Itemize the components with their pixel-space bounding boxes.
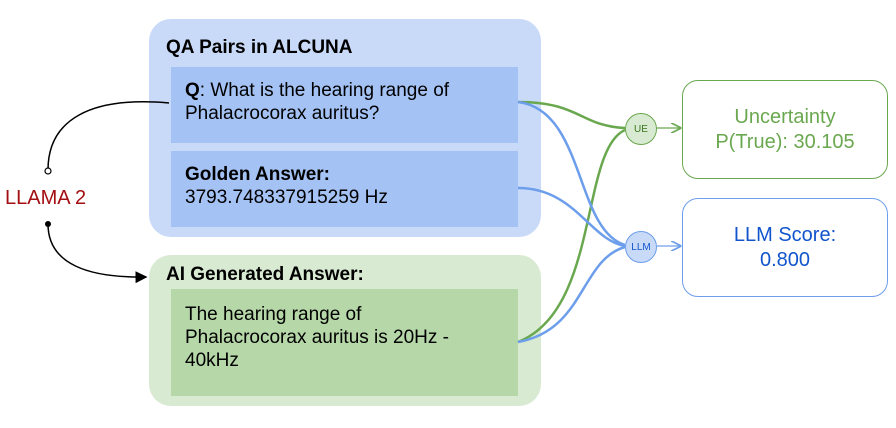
qa-panel-title: QA Pairs in ALCUNA — [166, 37, 353, 58]
uncertainty-output-box: Uncertainty P(True): 30.105 — [682, 80, 888, 179]
golden-answer-label: Golden Answer: — [185, 164, 330, 185]
golden-answer-value: 3793.748337915259 Hz — [185, 187, 388, 208]
question-box: Q: What is the hearing range of Phalacro… — [171, 67, 518, 143]
golden-to-llm-line — [517, 186, 626, 248]
ai-answer-text: The hearing range of Phalacrocorax aurit… — [185, 304, 449, 371]
llm-score-title: LLM Score: — [733, 223, 837, 246]
ue-node: UE — [625, 113, 657, 145]
llama-curve-up — [47, 101, 170, 171]
llm-node: LLM — [625, 231, 657, 263]
uncertainty-title: Uncertainty — [734, 105, 836, 128]
question-prefix: Q — [185, 80, 200, 101]
llm-score-output-box: LLM Score: 0.800 — [682, 198, 888, 297]
ai-panel-title: AI Generated Answer: — [166, 264, 364, 285]
ai-to-ue-line — [517, 128, 626, 344]
uncertainty-value: P(True): 30.105 — [715, 130, 855, 153]
llama-2-label: LLAMA 2 — [5, 187, 87, 209]
llama-arrow-to-ai — [47, 223, 148, 284]
q-to-ue-line — [517, 100, 626, 130]
golden-answer-box: Golden Answer: 3793.748337915259 Hz — [171, 151, 518, 227]
q-to-llm-line — [517, 100, 626, 247]
question-text: : What is the hearing range of Phalacroc… — [185, 80, 450, 124]
llm-score-value: 0.800 — [759, 248, 811, 271]
ai-to-llm-line — [517, 245, 626, 344]
llama-top-dot — [44, 167, 52, 175]
ai-answer-box: The hearing range of Phalacrocorax aurit… — [171, 289, 518, 396]
